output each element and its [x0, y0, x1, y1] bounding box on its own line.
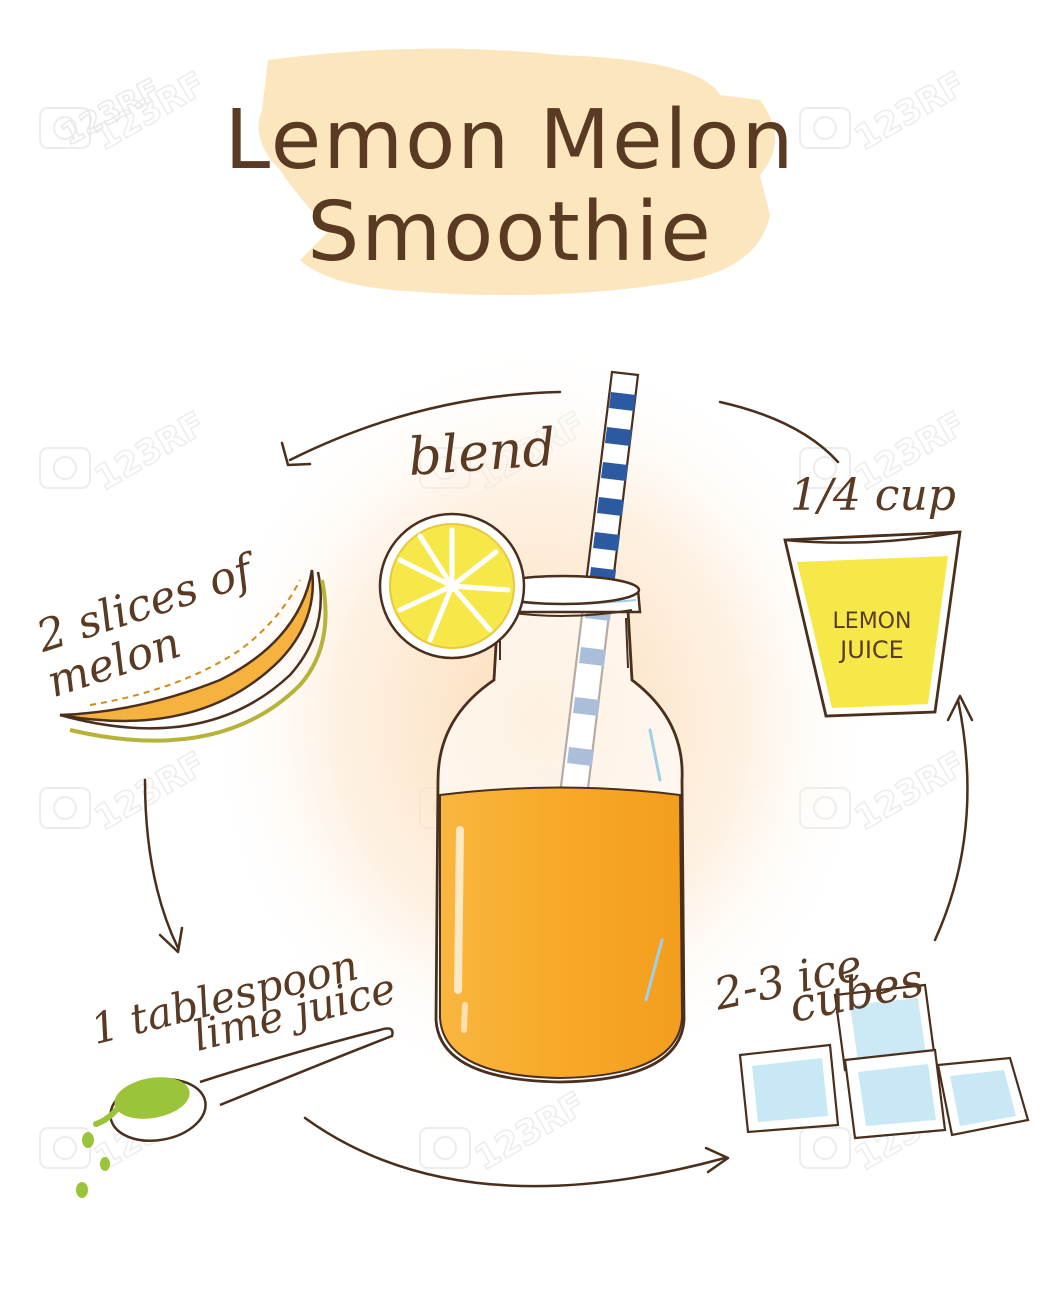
step-cup-label: 1/4 cup: [790, 470, 956, 521]
title-line-2: Smoothie: [307, 185, 713, 280]
arrow-top-right: [718, 400, 840, 464]
arrow-right-up-head: [946, 694, 974, 722]
lemon-juice-line-1: LEMON: [833, 609, 912, 634]
lime-spoon: [76, 1027, 394, 1198]
melon-slice: [59, 569, 328, 743]
arrow-top-left: [288, 390, 562, 462]
lemon-slice: [378, 512, 526, 660]
title-line-1: Lemon Melon: [225, 93, 796, 188]
arrow-top-left-head: [280, 441, 312, 467]
lemon-juice-cup: [783, 530, 962, 718]
title-highlight: [258, 48, 776, 296]
arrow-right-up: [933, 698, 969, 942]
arrow-bottom-head: [704, 1146, 730, 1174]
cycle-arrows: [143, 390, 974, 1188]
step-blend-label: blend: [406, 418, 557, 488]
ice-cubes: [738, 983, 1030, 1140]
arrow-left-down-head: [158, 926, 184, 954]
lemon-juice-line-2: JUICE: [838, 636, 904, 664]
arrow-left-down: [143, 778, 180, 950]
arrow-bottom: [303, 1116, 727, 1188]
smoothie-jar: [434, 370, 686, 1084]
